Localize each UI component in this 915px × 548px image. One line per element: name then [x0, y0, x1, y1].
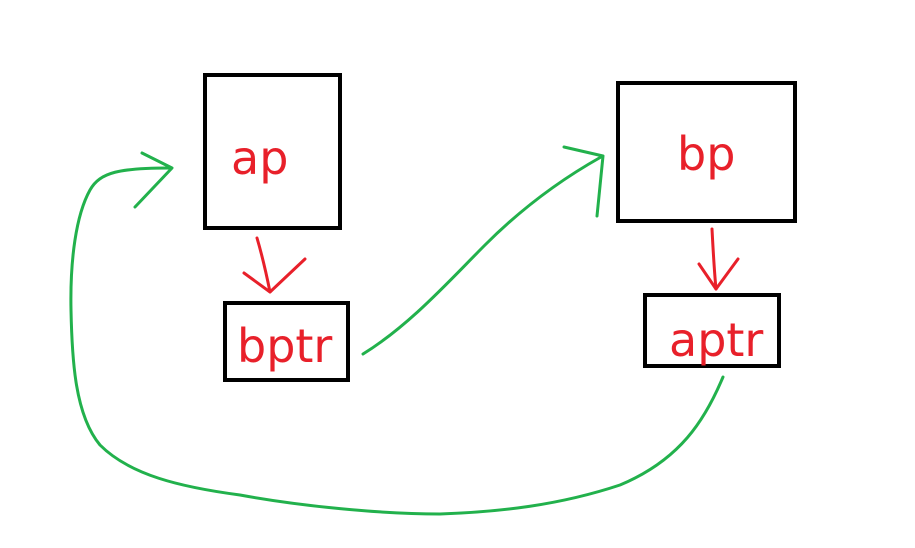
- node-bp-label: bp: [677, 127, 736, 181]
- arrow-ap-to-bptr: [242, 236, 307, 294]
- node-ap: ap: [203, 73, 342, 230]
- node-ap-label: ap: [231, 131, 289, 185]
- node-bptr: bptr: [223, 301, 350, 382]
- node-aptr: aptr: [643, 293, 781, 368]
- node-aptr-label: aptr: [669, 313, 764, 367]
- node-bp: bp: [616, 81, 797, 223]
- arrow-bp-to-aptr: [697, 227, 740, 291]
- node-bptr-label: bptr: [237, 319, 333, 373]
- arrow-bptr-to-bp: [361, 145, 605, 356]
